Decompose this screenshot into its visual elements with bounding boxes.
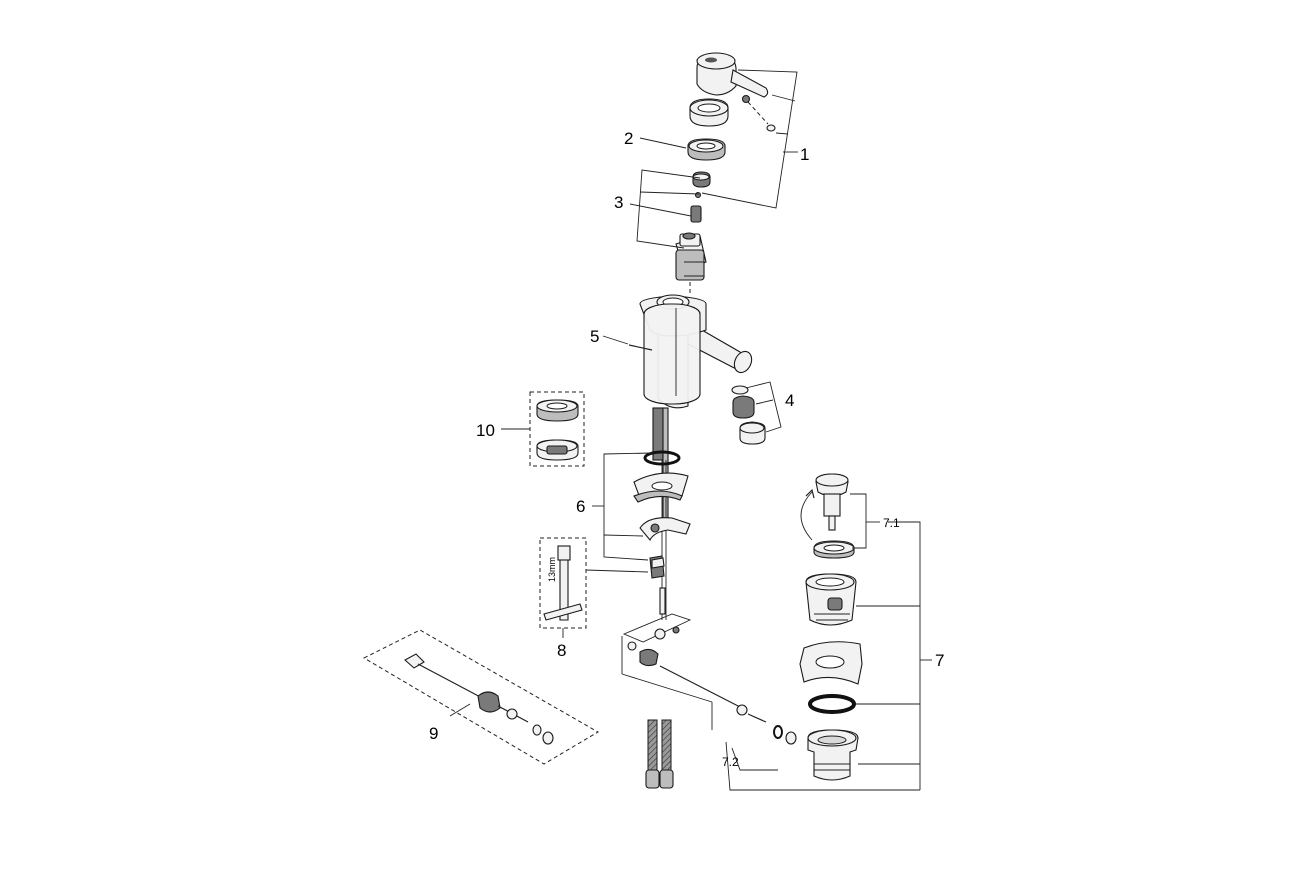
label-part-2: 2 — [624, 129, 633, 148]
faucet-body — [602, 294, 753, 409]
label-part-1: 1 — [800, 145, 809, 164]
part-10-box — [501, 391, 585, 467]
supply-hoses — [645, 719, 674, 789]
label-part-7-2: 7.2 — [722, 755, 739, 769]
label-part-9: 9 — [429, 724, 438, 743]
label-part-8: 8 — [557, 641, 566, 660]
label-part-3: 3 — [614, 193, 623, 212]
part-7-waste — [799, 473, 932, 790]
label-part-7-1: 7.1 — [883, 516, 900, 530]
part-8-tool — [539, 537, 649, 638]
label-part-4: 4 — [785, 391, 794, 410]
part-3-cartridge — [675, 171, 711, 296]
label-part-6: 6 — [576, 497, 585, 516]
label-part-10: 10 — [476, 421, 495, 440]
cap-ring — [689, 98, 729, 127]
label-part-5: 5 — [590, 327, 599, 346]
part-6-mounting — [592, 450, 691, 579]
part-7-2-linkage — [621, 613, 920, 791]
lever-handle — [696, 52, 776, 132]
bracket-part-1 — [701, 69, 798, 209]
bracket-part-3 — [629, 169, 701, 249]
tool-size-label: 13mm — [547, 557, 557, 582]
part-2-nut — [639, 137, 726, 161]
part-9-rod — [362, 629, 599, 765]
part-4-aerator — [731, 381, 782, 445]
part-labels: 1 2 3 4 5 6 7 7.1 7.2 8 9 10 13mm — [429, 129, 944, 769]
label-part-7: 7 — [935, 651, 944, 670]
rod-segment — [659, 587, 666, 615]
